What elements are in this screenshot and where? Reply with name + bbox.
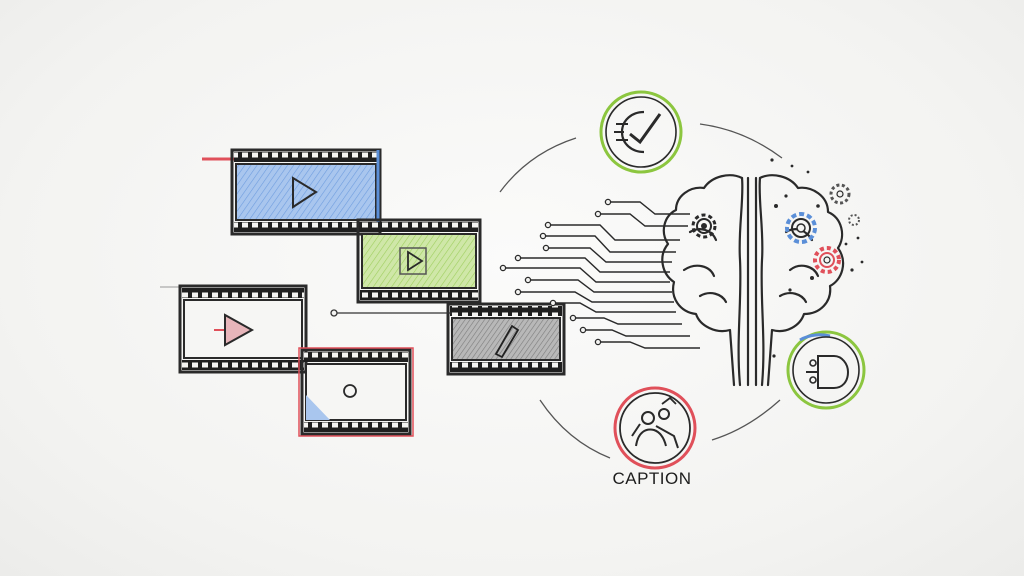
caption-label: CAPTION (612, 469, 692, 488)
brain-dots (770, 158, 864, 358)
circuit-lines (505, 201, 700, 349)
people-icon (613, 386, 697, 470)
gear-icon (691, 213, 717, 239)
orbit-arcs (499, 123, 783, 459)
film-frame-blue (202, 148, 382, 236)
gear-icon-blue (785, 212, 817, 244)
check-speed-icon (599, 90, 683, 174)
play-icon (214, 313, 255, 347)
film-frame-green (356, 218, 482, 304)
gear-icon-red (813, 246, 841, 274)
record-icon (343, 384, 357, 398)
film-frame-record (298, 347, 414, 437)
mouse-icon (786, 330, 866, 410)
film-frame-gray (446, 302, 566, 376)
gear-icon-small (829, 183, 860, 226)
film-frame-red-play (160, 284, 308, 374)
brain-circuit-icon (661, 174, 845, 387)
play-icon (399, 247, 427, 275)
play-icon (292, 176, 318, 209)
circuit-nodes (499, 198, 612, 346)
pen-icon (494, 324, 520, 359)
